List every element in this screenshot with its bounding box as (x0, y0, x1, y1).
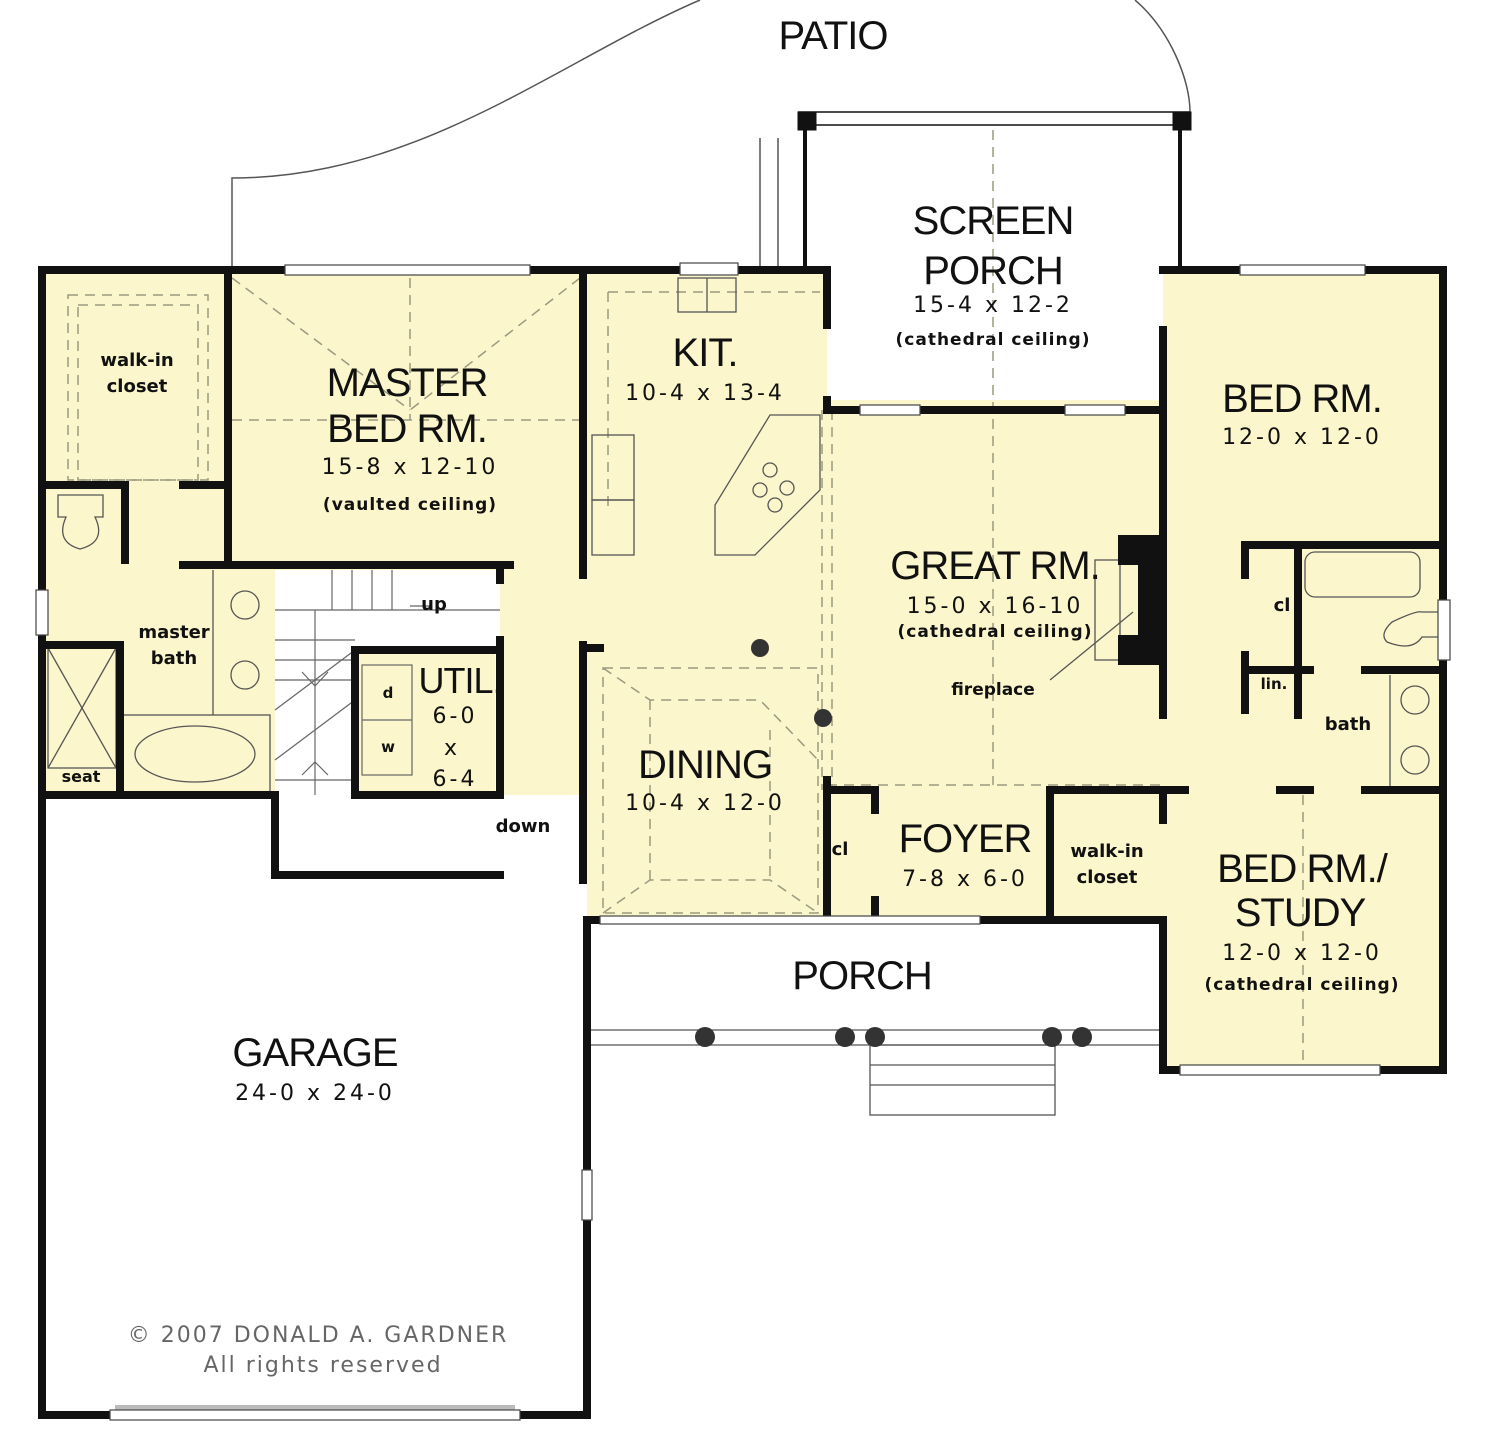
ceiling-lines (67, 130, 1304, 1065)
kitchen-dims: 10-4 x 13-4 (625, 381, 785, 406)
patio-label: PATIO (778, 14, 888, 58)
dining-dims: 10-4 x 12-0 (625, 791, 785, 816)
util-title: UTIL. (418, 660, 502, 701)
dining-title: DINING (638, 743, 773, 787)
master-bed-title-line2: BED RM. (327, 407, 488, 451)
patio-outline (231, 0, 1191, 268)
study-title-line1: BED RM./ (1217, 847, 1388, 891)
util-dim2: 6-4 (432, 767, 478, 792)
great-room-title: GREAT RM. (890, 544, 1101, 588)
walls (38, 266, 1447, 1419)
master-bed-dims: 15-8 x 12-10 (321, 455, 499, 480)
copyright-line2: All rights reserved (203, 1353, 443, 1378)
hall-closet-label: cl (1273, 595, 1291, 616)
screen-porch-title-line1: SCREEN (912, 199, 1075, 243)
fireplace (1118, 535, 1163, 665)
util-dim1: 6-0 (432, 704, 478, 729)
porch-label: PORCH (792, 954, 932, 998)
hall-bath-label: bath (1324, 714, 1372, 735)
foyer-walkin-line2: closet (1076, 867, 1138, 888)
fixtures (47, 277, 1441, 1116)
stairs-up-label: up (421, 594, 447, 615)
master-bath-line2: bath (150, 648, 198, 669)
bed-room-dims: 12-0 x 12-0 (1222, 425, 1382, 450)
garage-dims: 24-0 x 24-0 (235, 1081, 395, 1106)
great-room-dims: 15-0 x 16-10 (906, 594, 1084, 619)
master-bed-title-line1: MASTER (326, 361, 489, 405)
stairs-down-label: down (495, 816, 551, 837)
columns (695, 639, 1092, 1047)
screen-porch-frame (759, 111, 1192, 268)
foyer-title: FOYER (898, 817, 1033, 861)
master-bed-note: (vaulted ceiling) (322, 495, 498, 515)
great-room-note: (cathedral ceiling) (897, 622, 1093, 642)
linen-label: lin. (1260, 675, 1288, 693)
master-closet-line2: closet (106, 376, 168, 397)
garage-area (42, 795, 587, 1415)
util-dimx: x (443, 736, 461, 761)
copyright-line1: © 2007 DONALD A. GARDNER (127, 1323, 509, 1348)
study-note: (cathedral ceiling) (1204, 975, 1400, 995)
kitchen-title: KIT. (672, 331, 739, 375)
garage-title: GARAGE (232, 1031, 398, 1075)
bed-room-title: BED RM. (1222, 377, 1383, 421)
master-bath-line1: master (138, 622, 210, 643)
study-dims: 12-0 x 12-0 (1222, 941, 1382, 966)
screen-porch-note: (cathedral ceiling) (895, 330, 1091, 350)
screen-porch-title-line2: PORCH (923, 249, 1063, 293)
screen-porch-dims: 15-4 x 12-2 (913, 293, 1073, 318)
dryer-label: d (382, 684, 394, 702)
shower-seat-label: seat (61, 767, 101, 786)
washer-label: w (381, 738, 395, 756)
windows (35, 262, 1451, 1421)
study-title-line2: STUDY (1234, 891, 1367, 935)
foyer-walkin-line1: walk-in (1070, 841, 1144, 862)
master-closet-line1: walk-in (100, 350, 174, 371)
foyer-dims: 7-8 x 6-0 (902, 867, 1028, 892)
fireplace-label: fireplace (951, 680, 1035, 700)
foyer-closet-label: cl (831, 839, 849, 860)
